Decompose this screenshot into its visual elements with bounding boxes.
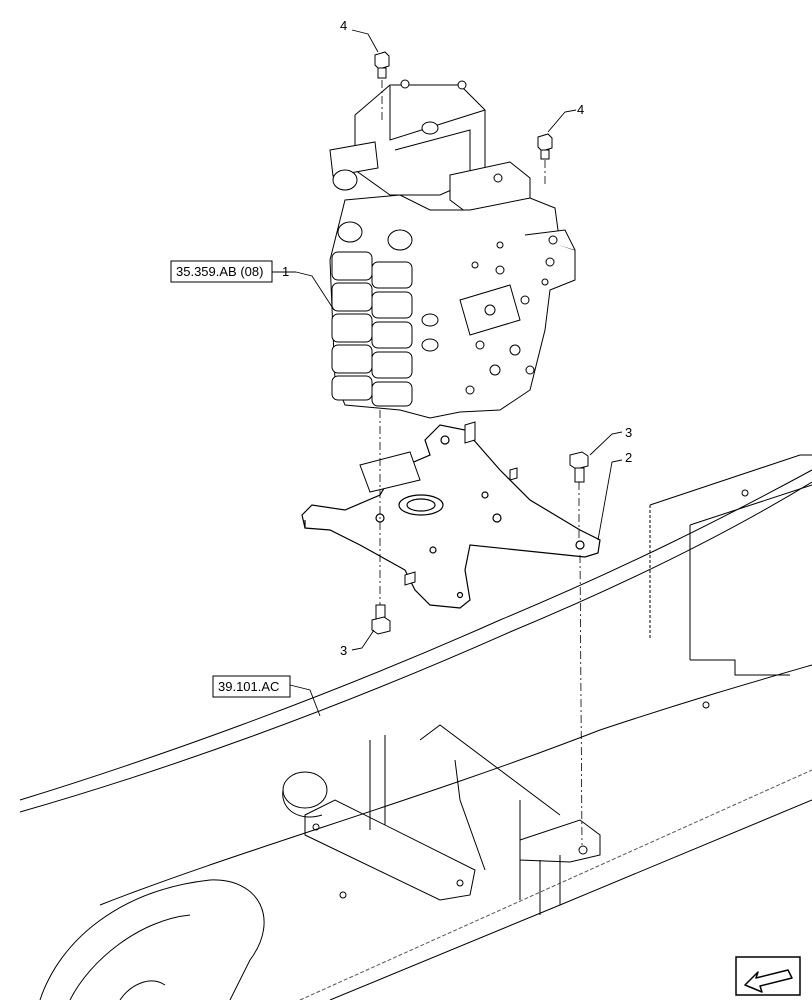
callout-3-top: 3	[625, 425, 632, 440]
reference-box-frame[interactable]: 39.101.AC	[212, 675, 291, 698]
next-page-arrow-icon[interactable]	[735, 956, 801, 996]
control-valve-assembly	[329, 79, 576, 419]
bolt-item-4-right	[537, 133, 553, 160]
reference-frame-label: 39.101.AC	[218, 679, 279, 694]
callout-4-top: 4	[340, 18, 347, 33]
bolt-item-4-top	[374, 51, 390, 79]
upper-frame-structure	[19, 454, 812, 1000]
callout-4-right: 4	[577, 102, 584, 117]
callout-3-bottom: 3	[340, 643, 347, 658]
bolt-item-3-bottom	[371, 604, 391, 635]
mounting-plate	[301, 424, 601, 609]
callout-2: 2	[625, 450, 632, 465]
reference-box-valve[interactable]: 35.359.AB (08)	[170, 260, 273, 283]
reference-valve-label: 35.359.AB (08)	[176, 264, 263, 279]
solenoid-stack	[331, 221, 439, 407]
leader-lines	[272, 29, 623, 717]
isolator-pad	[359, 421, 518, 586]
callout-1: 1	[282, 264, 289, 279]
bolt-item-3-top	[569, 451, 589, 483]
assembly-centerlines	[379, 80, 583, 846]
